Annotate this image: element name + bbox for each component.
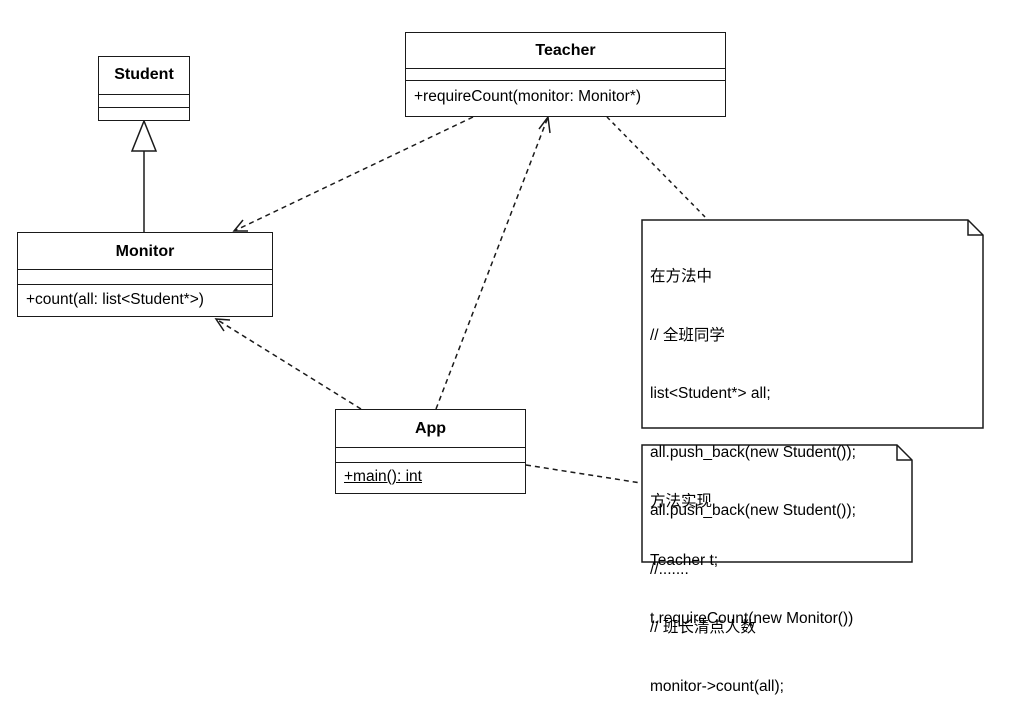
impl-note-line: 方法实现 <box>650 493 713 510</box>
note-anchor-app <box>525 464 642 484</box>
impl-note-line: Teacher t; <box>650 551 719 569</box>
class-app-name: App <box>336 410 525 448</box>
class-app-operation: +main(): int <box>344 468 422 485</box>
class-student[interactable]: Student <box>98 56 190 121</box>
arrowhead-teacher-monitor <box>232 219 248 232</box>
method-note-line: monitor->count(all); <box>650 677 784 695</box>
dependency-teacher-monitor <box>233 116 474 232</box>
class-teacher-operation: +requireCount(monitor: Monitor*) <box>414 88 641 105</box>
impl-note-shape[interactable] <box>641 444 913 563</box>
dependency-app-teacher <box>435 116 549 410</box>
class-monitor-operation: +count(all: list<Student*>) <box>26 291 204 308</box>
class-app-attributes <box>336 448 525 463</box>
method-note-line: // 全班同学 <box>650 326 725 344</box>
impl-note: 方法实现 Teacher t; t.requireCount(new Monit… <box>650 453 853 648</box>
class-monitor-attributes <box>18 270 272 285</box>
method-note-shape[interactable] <box>641 219 984 429</box>
method-note-line: 在方法中 <box>650 268 713 285</box>
impl-note-fold <box>896 445 912 461</box>
note-anchor-teacher <box>606 116 709 221</box>
class-student-attributes <box>99 95 189 108</box>
method-note-line: all.push_back(new Student()); <box>650 502 856 519</box>
class-monitor[interactable]: Monitor +count(all: list<Student*>) <box>17 232 273 317</box>
method-note-line: all.push_back(new Student()); <box>650 443 856 461</box>
class-teacher[interactable]: Teacher +requireCount(monitor: Monitor*) <box>405 32 726 117</box>
generalization-arrowhead <box>130 118 158 152</box>
class-monitor-name: Monitor <box>18 233 272 270</box>
arrowhead-app-monitor <box>214 318 231 332</box>
dependency-app-monitor <box>215 318 362 410</box>
arrowhead-app-teacher <box>538 115 551 134</box>
impl-note-line: t.requireCount(new Monitor()) <box>650 610 854 627</box>
class-student-name: Student <box>99 57 189 95</box>
relations-layer <box>130 115 984 563</box>
method-note-fold <box>967 220 983 236</box>
class-app[interactable]: App +main(): int <box>335 409 526 494</box>
method-note-line: list<Student*> all; <box>650 385 771 402</box>
class-teacher-attributes <box>406 69 725 81</box>
class-teacher-name: Teacher <box>406 33 725 69</box>
method-note-line: //....... <box>650 560 689 578</box>
